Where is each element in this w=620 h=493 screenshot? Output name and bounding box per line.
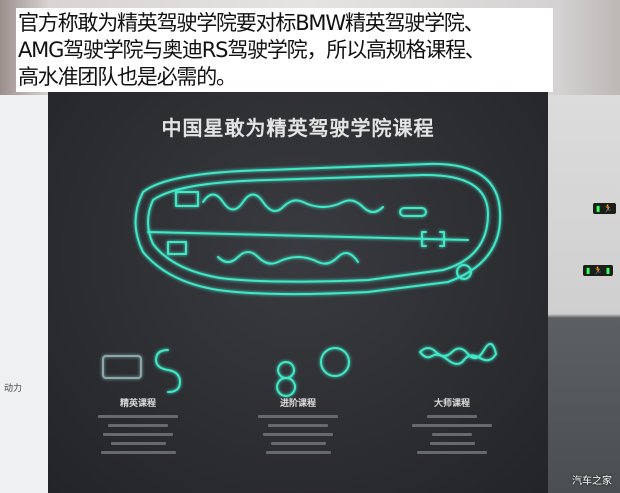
course-icon-squiggle	[419, 343, 497, 365]
exit-sign-icon: ▮ 🏃	[593, 203, 617, 214]
track-inner-outline	[147, 173, 489, 283]
neon-track-map	[102, 162, 502, 397]
course-title: 精英课程	[119, 399, 156, 409]
track-straight	[147, 231, 469, 241]
board-title: 中国星敢为精英驾驶学院课程	[161, 116, 435, 140]
exit-sign-icon: ▮ 🏃 ▮	[583, 265, 614, 276]
left-sign-text: 动力	[4, 384, 23, 394]
caption-line: 官方称敢为精英驾驶学院要对标BMW精英驾驶学院、	[18, 11, 485, 35]
course-icon-car	[102, 355, 142, 379]
right-background: ▮ 🏃 ▮ 🏃 ▮	[548, 95, 620, 493]
caption-line: 高水准团队也是必需的。	[18, 65, 237, 89]
track-building	[175, 191, 199, 207]
left-display-panel: 动力	[0, 95, 51, 493]
course-advanced: 进阶课程	[228, 396, 368, 454]
track-building	[167, 241, 187, 255]
track-circle	[456, 264, 472, 280]
course-master: 大师课程	[382, 396, 522, 454]
caption-line: AMG驾驶学院与奥迪RS驾驶学院，所以高规格课程、	[18, 38, 486, 62]
course-elite: 精英课程	[68, 396, 208, 454]
track-outline	[134, 162, 502, 296]
course-display-board: 中国星敢为精英驾驶学院课程 精英课程 进阶课程 大师课程	[48, 92, 548, 493]
track-squiggle-top	[202, 193, 384, 213]
caption-box: 官方称敢为精英驾驶学院要对标BMW精英驾驶学院、 AMG驾驶学院与奥迪RS驾驶学…	[16, 8, 553, 92]
track-bracket	[421, 231, 445, 247]
course-title: 大师课程	[433, 399, 470, 409]
watermark: 汽车之家	[572, 476, 612, 487]
track-squiggle-bottom	[217, 251, 359, 265]
course-icon-eight	[276, 361, 297, 397]
track-oval	[399, 207, 427, 217]
course-title: 进阶课程	[279, 399, 316, 409]
course-icon-circle	[320, 347, 350, 377]
course-icon-s	[155, 349, 181, 393]
